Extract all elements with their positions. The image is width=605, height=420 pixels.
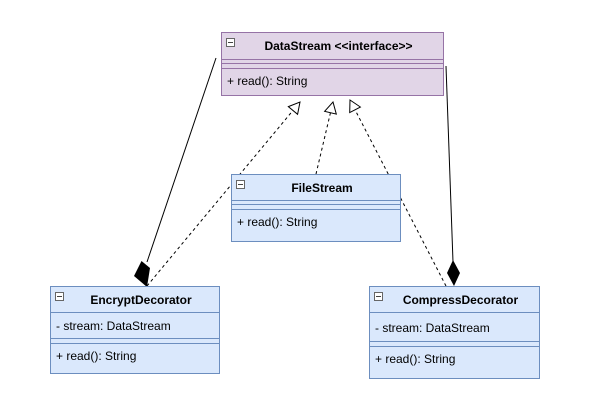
composition-encrypt[interactable]: [146, 57, 217, 263]
encrypt-decorator-header[interactable]: EncryptDecorator: [51, 287, 219, 313]
compress-decorator-header[interactable]: CompressDecorator: [370, 287, 539, 313]
filestream-method-read[interactable]: + read(): String: [237, 215, 318, 229]
collapse-icon[interactable]: [374, 292, 383, 301]
filestream-title: FileStream: [291, 180, 353, 195]
datastream-method-read[interactable]: + read(): String: [227, 74, 308, 88]
encrypt-method-read[interactable]: + read(): String: [56, 349, 137, 363]
compress-method-read[interactable]: + read(): String: [375, 352, 456, 366]
datastream-title: DataStream <<interface>>: [264, 39, 413, 53]
attributes-compartment: [222, 63, 443, 69]
datastream-header[interactable]: DataStream <<interface>>: [222, 33, 443, 60]
filestream-header[interactable]: FileStream: [232, 175, 400, 201]
collapse-icon[interactable]: [226, 38, 235, 47]
compress-decorator-title: CompressDecorator: [402, 292, 519, 307]
realization-filestream[interactable]: [315, 100, 338, 175]
composition-compress[interactable]: [445, 65, 454, 263]
compress-decorator-class-box[interactable]: CompressDecorator - stream: DataStream +…: [369, 286, 540, 379]
composition-diamond-compress: [447, 260, 460, 286]
realization-encrypt[interactable]: [146, 101, 301, 287]
encrypt-attribute-stream[interactable]: - stream: DataStream: [56, 319, 171, 333]
filestream-class-box[interactable]: FileStream + read(): String: [231, 174, 401, 242]
methods-separator: [51, 338, 219, 344]
encrypt-decorator-class-box[interactable]: EncryptDecorator - stream: DataStream + …: [50, 286, 220, 374]
composition-diamond-encrypt: [134, 261, 150, 287]
compress-attribute-stream[interactable]: - stream: DataStream: [375, 321, 490, 335]
methods-separator: [370, 341, 539, 347]
attributes-compartment: [232, 204, 400, 210]
collapse-icon[interactable]: [236, 180, 245, 189]
collapse-icon[interactable]: [55, 292, 64, 301]
encrypt-decorator-title: EncryptDecorator: [90, 292, 192, 307]
datastream-interface-box[interactable]: DataStream <<interface>> + read(): Strin…: [221, 32, 444, 96]
